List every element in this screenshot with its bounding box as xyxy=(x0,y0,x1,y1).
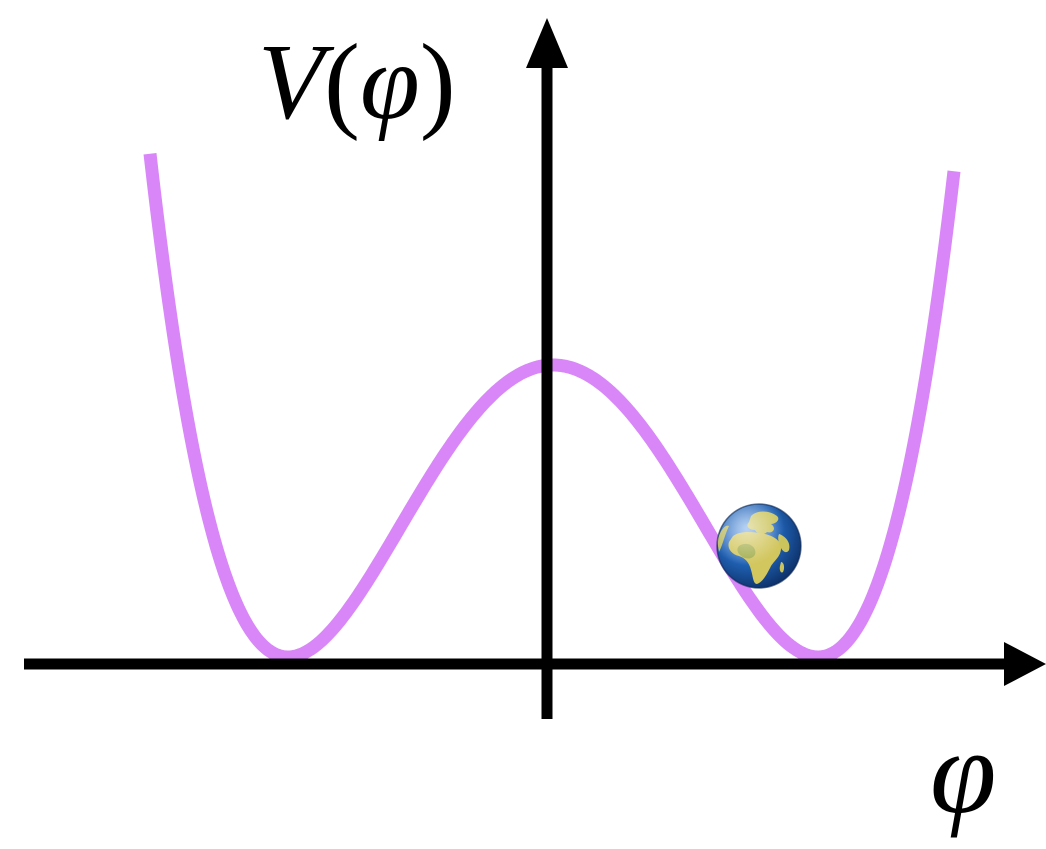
y-axis-arrowhead xyxy=(526,18,568,68)
y-axis-label: V(φ) xyxy=(258,23,456,142)
y-axis-label-arg: φ xyxy=(360,23,420,142)
y-axis-label-func: V xyxy=(258,23,335,142)
earth-globe-icon xyxy=(716,503,802,589)
y-axis-label-close-paren: ) xyxy=(420,23,456,142)
x-axis-arrowhead xyxy=(1004,642,1046,686)
y-axis-label-open-paren: ( xyxy=(324,23,360,142)
x-axis-label: φ xyxy=(930,705,996,838)
